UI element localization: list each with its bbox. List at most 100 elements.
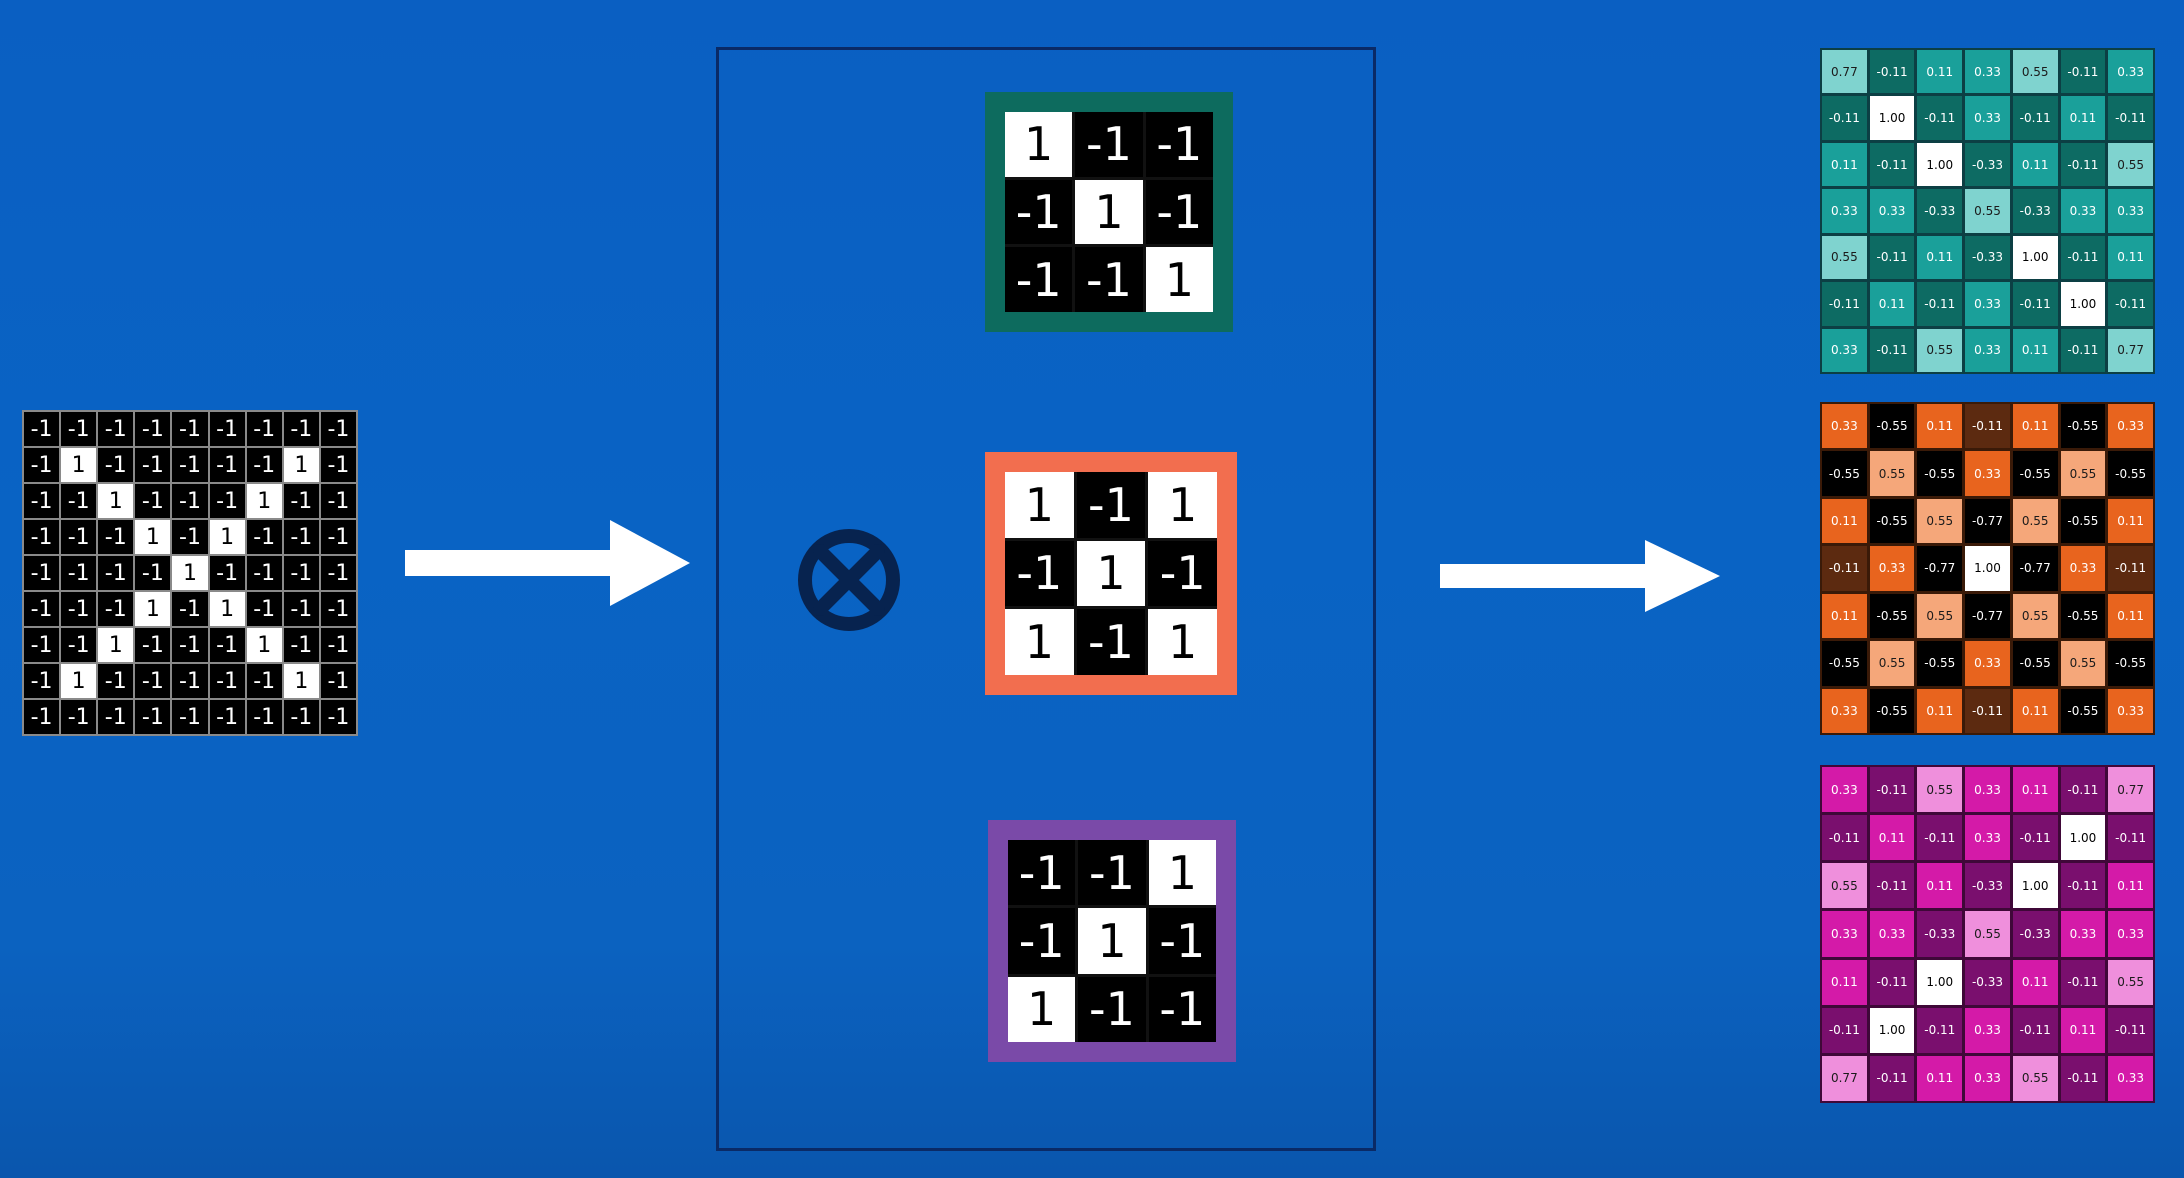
kernel-cell: -1 <box>1078 976 1146 1042</box>
feature-map-cell: 0.33 <box>2108 1055 2153 1101</box>
feature-map-cell: 1.00 <box>1917 142 1963 187</box>
input-pixel: 1 <box>246 628 282 662</box>
kernel-cell: 1 <box>1005 609 1074 675</box>
feature-map-cell: -0.55 <box>2012 641 2058 686</box>
feature-map-cell: 0.55 <box>1869 641 1915 686</box>
feature-map-cell: -0.33 <box>1917 189 1963 233</box>
feature-map-cell: -0.55 <box>1822 641 1867 686</box>
input-pixel: -1 <box>172 628 208 662</box>
feature-map-cell: -0.11 <box>2108 1007 2153 1053</box>
feature-map-cell: 0.33 <box>1965 767 2010 813</box>
feature-map-cell: 0.11 <box>2108 498 2153 544</box>
kernel-cell: -1 <box>1076 472 1146 538</box>
input-pixel: -1 <box>135 556 171 590</box>
feature-map-cell: -0.55 <box>2060 593 2106 639</box>
feature-map-cell: -0.55 <box>1917 451 1963 496</box>
feature-map-cell: -0.77 <box>1917 546 1963 591</box>
feature-map-cell: -0.11 <box>1917 282 1963 326</box>
input-pixel: -1 <box>61 520 97 554</box>
feature-map-cell: -0.11 <box>1869 235 1915 280</box>
feature-map-cell: 0.33 <box>1965 641 2010 686</box>
input-pixel: -1 <box>24 412 60 446</box>
feature-map-cell: 1.00 <box>1869 1007 1915 1053</box>
feature-map-cell: -0.11 <box>2108 96 2153 140</box>
feature-map-cell: 0.33 <box>1822 328 1867 372</box>
input-pixel: -1 <box>283 484 319 518</box>
feature-map-cell: 0.33 <box>1965 96 2010 140</box>
input-pixel: -1 <box>135 412 171 446</box>
feature-map-cell: 0.33 <box>1869 911 1915 957</box>
feature-map-cell: -0.55 <box>1869 688 1915 733</box>
input-pixel: -1 <box>209 412 245 446</box>
input-pixel: -1 <box>24 448 60 482</box>
input-pixel: 1 <box>61 664 97 698</box>
feature-map-cell: 0.33 <box>2108 404 2153 449</box>
input-pixel: -1 <box>172 664 208 698</box>
input-pixel: -1 <box>283 412 319 446</box>
input-pixel: -1 <box>61 628 97 662</box>
feature-map-cell: -0.77 <box>2012 546 2058 591</box>
feature-map-cell: 0.33 <box>1869 189 1915 233</box>
arrow-right-icon <box>1440 540 1720 612</box>
kernel-cell: 1 <box>1076 540 1146 607</box>
input-pixel: -1 <box>24 628 60 662</box>
input-pixel: 1 <box>61 448 97 482</box>
feature-map-cell: -0.33 <box>1965 142 2010 187</box>
kernel-cell: -1 <box>1078 840 1146 906</box>
feature-map-cell: 0.33 <box>2108 911 2153 957</box>
input-pixel: 1 <box>283 448 319 482</box>
feature-map-cell: 1.00 <box>2060 815 2106 861</box>
input-pixel: -1 <box>61 484 97 518</box>
feature-map-cell: -0.77 <box>1965 593 2010 639</box>
convolution-circled-x-icon <box>798 529 900 631</box>
feature-map-cell: -0.11 <box>1869 767 1915 813</box>
input-pixel: -1 <box>209 484 245 518</box>
feature-map-cell: -0.55 <box>1869 593 1915 639</box>
input-pixel: 1 <box>283 664 319 698</box>
feature-map-cell: 0.33 <box>2108 688 2153 733</box>
kernel-cell: 1 <box>1148 840 1216 906</box>
feature-map-cell: -0.11 <box>1822 546 1867 591</box>
feature-map-cell: 0.55 <box>1917 767 1963 813</box>
kernel-cell: 1 <box>1078 908 1146 974</box>
feature-map-cell: 0.11 <box>1917 235 1963 280</box>
input-pixel: -1 <box>172 520 208 554</box>
feature-map-cell: -0.11 <box>2012 1007 2058 1053</box>
input-pixel: -1 <box>135 628 171 662</box>
feature-map-cell: 0.55 <box>1822 235 1867 280</box>
input-pixel: -1 <box>98 664 134 698</box>
input-pixel: 1 <box>209 592 245 626</box>
kernel-cell: 1 <box>1005 112 1073 177</box>
input-pixel: 1 <box>135 520 171 554</box>
feature-map-cell: 0.33 <box>1965 1007 2010 1053</box>
feature-map-cell: 0.55 <box>1822 863 1867 909</box>
feature-map-cell: 0.11 <box>2012 328 2058 372</box>
feature-map-cell: 0.33 <box>1965 282 2010 326</box>
feature-map-cell: 0.77 <box>2108 767 2153 813</box>
input-pixel: -1 <box>24 664 60 698</box>
feature-map-cell: -0.11 <box>2012 96 2058 140</box>
input-pixel: -1 <box>209 700 245 734</box>
input-pixel: -1 <box>320 412 356 446</box>
feature-map-cell: 0.33 <box>1822 767 1867 813</box>
feature-map-cell: -0.11 <box>2108 815 2153 861</box>
feature-map-cell: -0.11 <box>1822 282 1867 326</box>
feature-map-cell: 0.33 <box>1822 688 1867 733</box>
feature-map-cell: -0.11 <box>1917 1007 1963 1053</box>
feature-map-cell: 0.11 <box>1822 498 1867 544</box>
feature-map-cell: -0.33 <box>1965 863 2010 909</box>
feature-map-cell: -0.11 <box>2060 328 2106 372</box>
feature-map-cell: -0.11 <box>1965 404 2010 449</box>
feature-map-cell: 0.55 <box>2108 142 2153 187</box>
input-pixel: -1 <box>172 700 208 734</box>
feature-map-cell: -0.11 <box>2012 815 2058 861</box>
feature-map-cell: -0.55 <box>1822 451 1867 496</box>
feature-map-cell: -0.11 <box>1869 328 1915 372</box>
kernel-cell: 1 <box>1148 609 1217 675</box>
feature-map-cell: 0.33 <box>1965 1055 2010 1101</box>
kernel-cell: -1 <box>1145 112 1213 177</box>
feature-map-cell: 0.33 <box>1822 189 1867 233</box>
kernel-cell: -1 <box>1005 247 1073 312</box>
feature-map-cell: -0.55 <box>2060 498 2106 544</box>
